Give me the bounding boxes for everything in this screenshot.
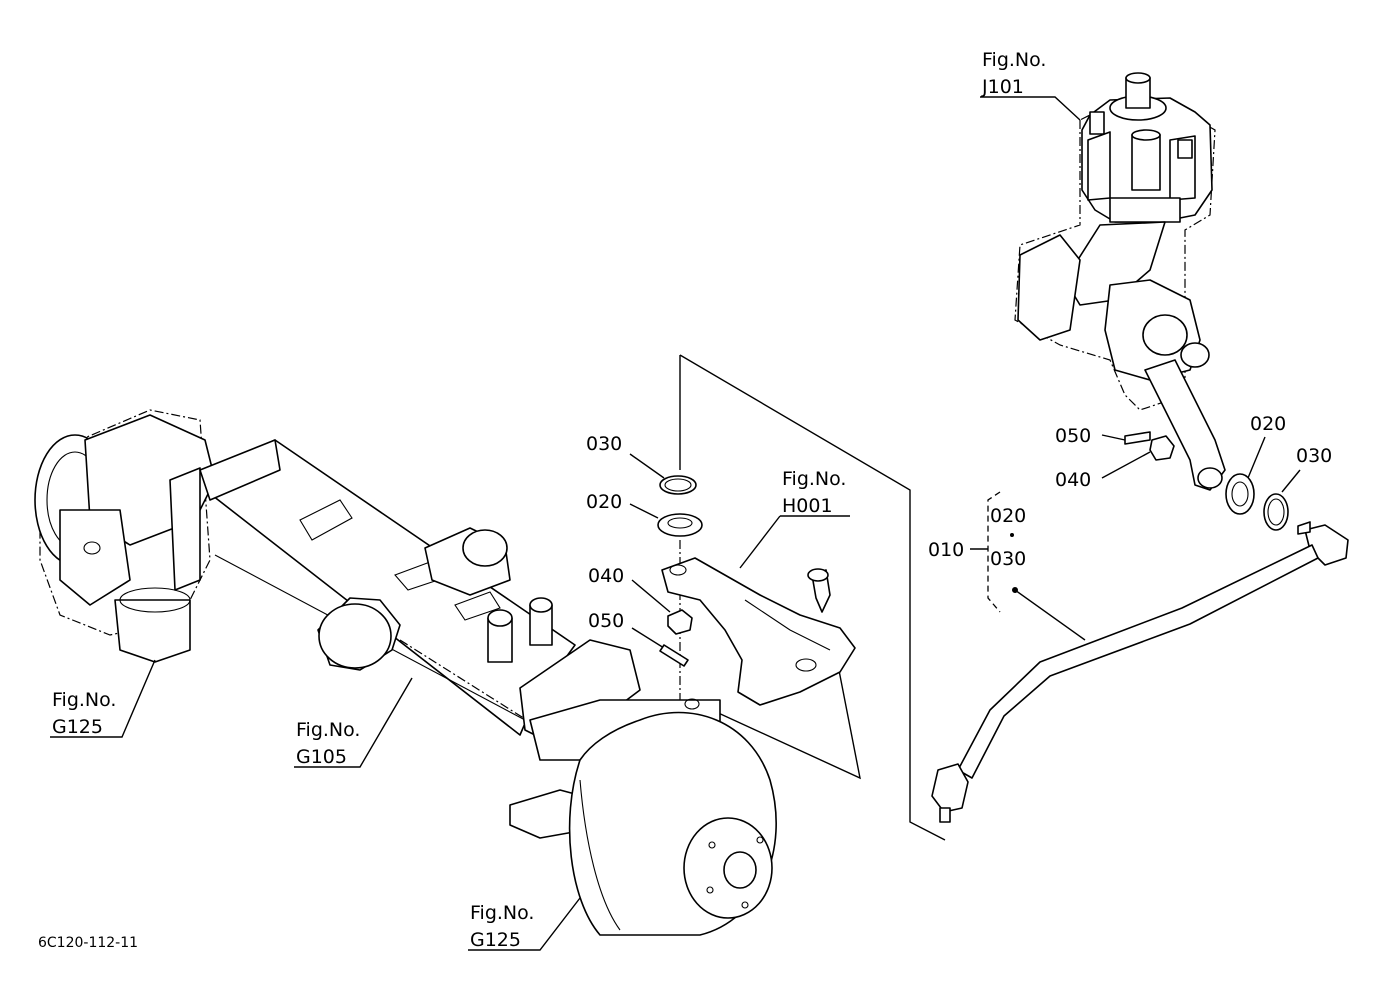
fig-ref-g105[interactable]: Fig.No. G105: [294, 677, 413, 768]
drag-link-drawing: [931, 521, 1349, 823]
part-number: 020: [1250, 413, 1286, 435]
part-number: 030: [586, 433, 622, 455]
fig-code: G105: [296, 746, 347, 768]
fig-label: Fig.No.: [982, 49, 1046, 71]
part-number: 040: [1055, 469, 1091, 491]
part-020-left[interactable]: 020: [586, 491, 703, 537]
part-number: 050: [1055, 425, 1091, 447]
part-number: 050: [588, 610, 624, 632]
assembly-010[interactable]: 010 020 030: [928, 491, 1026, 613]
assembly-number: 010: [928, 539, 964, 561]
part-030-left[interactable]: 030: [586, 433, 697, 495]
part-number: 040: [588, 565, 624, 587]
part-050-left[interactable]: 050: [588, 610, 689, 667]
fig-ref-j101[interactable]: Fig.No. J101: [980, 49, 1081, 121]
fig-code: G125: [470, 929, 521, 951]
part-030-right[interactable]: 030: [1263, 445, 1332, 531]
part-050-right[interactable]: 050: [1055, 425, 1151, 447]
document-code: 6C120-112-11: [38, 935, 138, 951]
part-040-right[interactable]: 040: [1055, 435, 1175, 491]
fig-code: J101: [981, 76, 1024, 98]
part-040-left[interactable]: 040: [588, 565, 693, 635]
fig-code: H001: [782, 495, 833, 517]
fig-ref-g125-left[interactable]: Fig.No. G125: [50, 659, 156, 738]
sub-part-number: 020: [990, 505, 1026, 527]
part-number: 030: [1296, 445, 1332, 467]
steering-gearbox-drawing: [1014, 72, 1226, 491]
knuckle-arm-drawing: [661, 557, 856, 706]
part-number: 020: [586, 491, 622, 513]
part-020-right[interactable]: 020: [1225, 413, 1286, 515]
fig-ref-h001[interactable]: Fig.No. H001: [739, 468, 850, 569]
fig-label: Fig.No.: [296, 719, 360, 741]
sub-part-number: 030: [990, 548, 1026, 570]
fig-ref-g125-bottom[interactable]: Fig.No. G125: [468, 897, 581, 951]
fig-label: Fig.No.: [52, 689, 116, 711]
left-hub-drawing: [34, 409, 281, 663]
fig-label: Fig.No.: [470, 902, 534, 924]
fig-code: G125: [52, 716, 103, 738]
right-hub-drawing: [509, 639, 777, 936]
fig-label: Fig.No.: [782, 468, 846, 490]
